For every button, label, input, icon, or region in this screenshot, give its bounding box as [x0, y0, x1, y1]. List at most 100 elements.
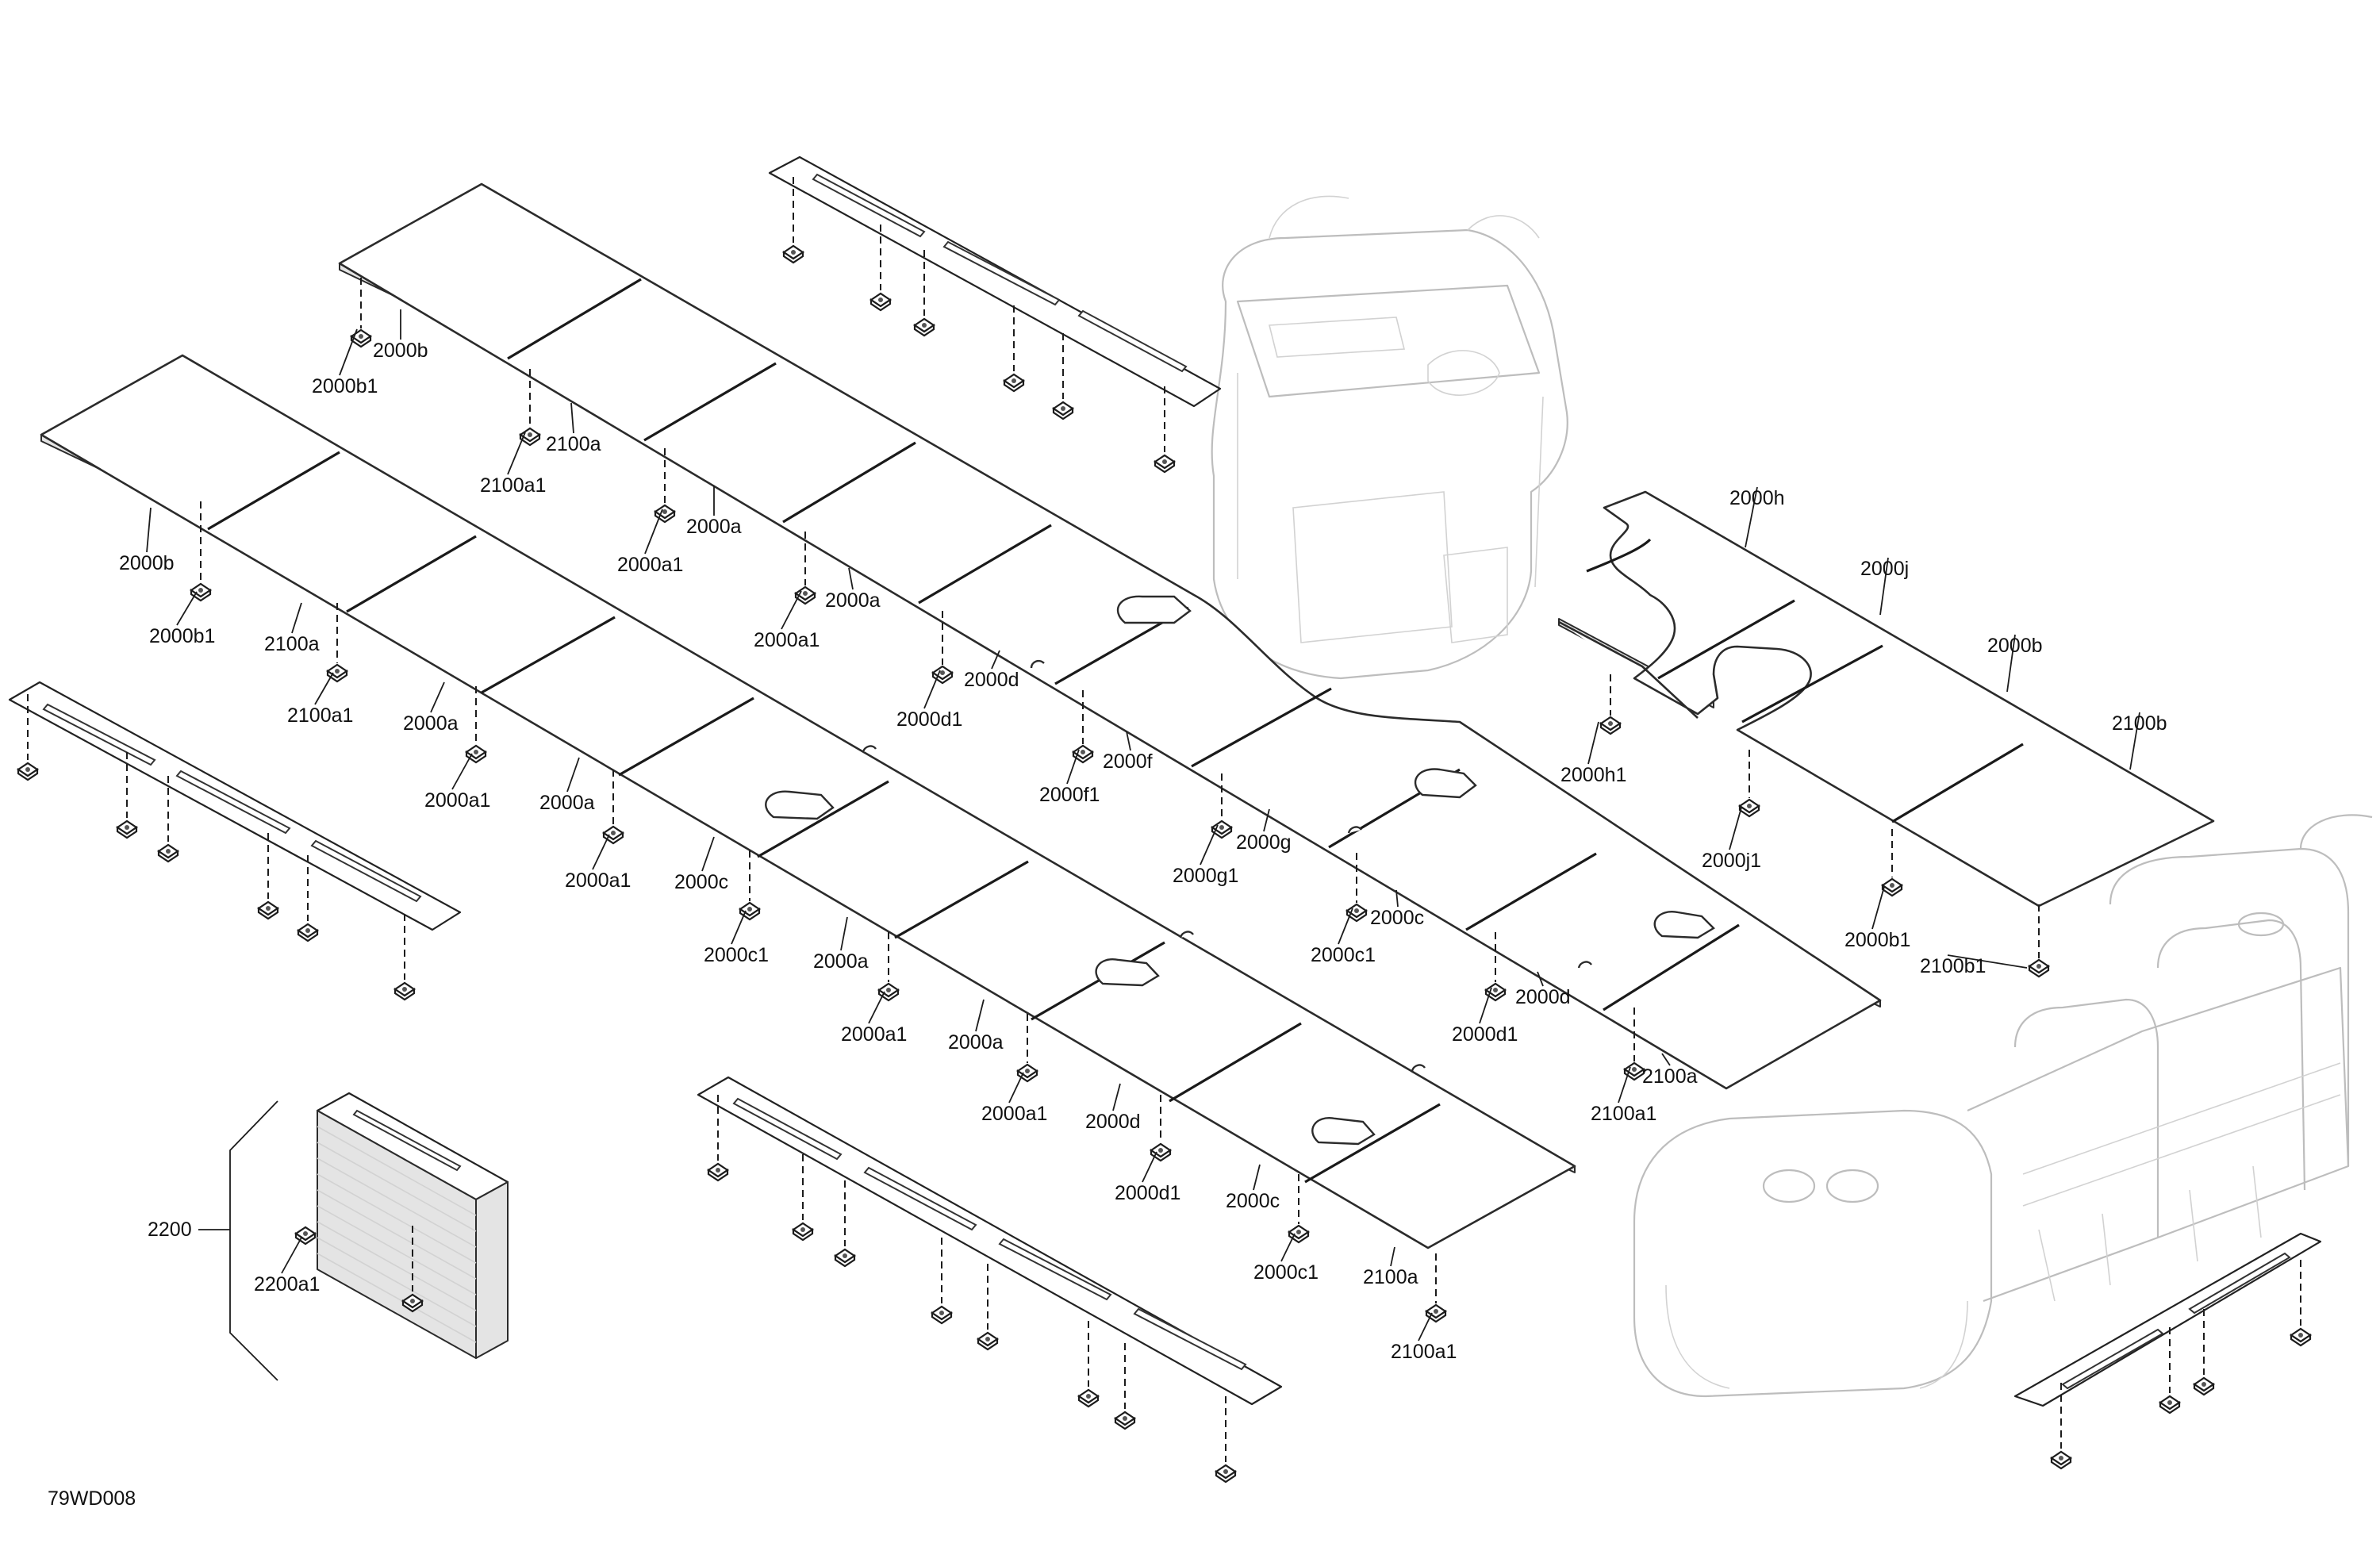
callout-label: 2100a1 [480, 474, 546, 497]
mounting-clip-icon [294, 1226, 317, 1246]
helm-console-icon [1211, 195, 1568, 680]
callout-label: 2000c1 [1311, 944, 1376, 966]
callout: 2000d1 [1115, 1151, 1180, 1204]
callout-leader [840, 916, 848, 951]
callout-label: 2000d1 [896, 708, 962, 731]
callout-leader [868, 991, 885, 1024]
callout: 2000c1 [1253, 1233, 1319, 1284]
callout-label: 2000a [403, 712, 459, 735]
callout-leader [1280, 1233, 1296, 1262]
mounting-clip-icon [393, 981, 416, 1001]
callout-leader [507, 432, 526, 475]
mounting-clip-icon [326, 663, 348, 683]
callout-leader [1537, 971, 1544, 987]
callout-label: 2000a1 [424, 789, 490, 812]
callout-leader [1390, 1246, 1395, 1267]
callout-label: 2000b [119, 552, 175, 574]
callout: 2100a [1363, 1246, 1418, 1288]
callout-label: 2100a [264, 633, 320, 655]
callout-leader [1008, 1072, 1024, 1104]
callout: 2100a1 [1391, 1312, 1457, 1363]
callout-leader [1479, 987, 1492, 1024]
mounting-clip-icon [519, 427, 541, 447]
callout-label: 2000b1 [1844, 929, 1910, 951]
callout-leader [592, 834, 610, 870]
callout-leader [1066, 749, 1080, 785]
callout: 2000a1 [617, 509, 683, 576]
callout-leader [1338, 908, 1353, 945]
callout: 2100a1 [480, 432, 546, 497]
callout-label: 2100b1 [1920, 955, 1986, 977]
callout-label: 2000g1 [1173, 865, 1238, 887]
callout-label: 2100a [1363, 1266, 1418, 1288]
callout: 2000d1 [896, 670, 962, 731]
callout-label: 2000f1 [1039, 784, 1100, 806]
mounting-clip-icon [350, 328, 372, 348]
callout: 2000g1 [1173, 824, 1238, 887]
callout: 2000a1 [841, 991, 907, 1046]
callout-leader [1200, 824, 1219, 866]
mounting-clip-icon [1003, 373, 1025, 393]
mounting-clip-icon [1484, 982, 1507, 1002]
callout-label: 2000c [1226, 1190, 1280, 1212]
callout-labels: 2000b2000b12100a2100a12000a2000a12000a20… [119, 309, 2167, 1363]
callout-label: 2000f [1103, 750, 1153, 773]
drawing-code: 79WD008 [48, 1487, 136, 1510]
callout-label: 2100a1 [1391, 1341, 1457, 1363]
callout: 2000f [1103, 731, 1153, 773]
mounting-clip-icon [2290, 1327, 2312, 1347]
mounting-clip-icon [792, 1222, 814, 1242]
callout: 2000h [1729, 486, 1785, 548]
mounting-clip-icon [1881, 877, 1903, 897]
callout-leader [848, 567, 854, 590]
callout: 2000b [373, 309, 428, 362]
callout: 2100a [546, 402, 601, 455]
callout-leader [644, 509, 663, 555]
callout-leader [1729, 807, 1742, 850]
callout: 2000c1 [704, 910, 769, 966]
callout-label: 2000a [539, 792, 595, 814]
mounting-clip-icon [1077, 1388, 1100, 1408]
floor-panel-strip-lower [40, 354, 1576, 1249]
callout-label: 2000a1 [565, 869, 631, 892]
callout: 2100b [2112, 712, 2167, 770]
callout-leader [1263, 808, 1270, 832]
mounting-clip-icon [1114, 1411, 1136, 1430]
bracket-label-2200: 2200 [148, 1219, 192, 1241]
callout-leader [281, 1237, 302, 1274]
callout-leader [991, 650, 1000, 670]
callout: 2000a [825, 567, 881, 612]
mounting-clip-icon [913, 317, 935, 337]
callout-leader [975, 999, 985, 1032]
mounting-clip-icon [977, 1331, 999, 1351]
mounting-clip-icon [1345, 903, 1368, 923]
callout-label: 2000b [1987, 635, 2043, 657]
callout-leader [1745, 486, 1758, 548]
callout-label: 2000a1 [981, 1103, 1047, 1125]
callout: 2100a [264, 602, 320, 655]
mounting-clip-icon [1072, 744, 1094, 764]
mounting-clip-icon [190, 582, 212, 602]
callout-label: 2000a1 [617, 554, 683, 576]
callout: 2000c1 [1311, 908, 1376, 966]
mounting-clip-icon [157, 843, 179, 863]
callout-label: 2100b [2112, 712, 2167, 735]
callout-label: 2000d [1515, 986, 1571, 1008]
callout-leader [1587, 721, 1599, 765]
callout-label: 2100a1 [1591, 1103, 1656, 1125]
callout: 2100a1 [1591, 1066, 1656, 1125]
mounting-clip-icon [1599, 716, 1622, 735]
callout-label: 2000a1 [754, 629, 820, 651]
mounting-clip-icon [116, 819, 138, 839]
callout-leader [731, 910, 747, 945]
callout-leader [430, 681, 445, 713]
mounting-clip-icon [1154, 454, 1176, 474]
callout: 2000b [119, 507, 175, 574]
callout: 2000g [1236, 808, 1292, 854]
mounting-clip-icon [1052, 401, 1074, 420]
callout: 2000a1 [424, 753, 490, 812]
mounting-clip-icon [401, 1293, 424, 1313]
mounting-clip-icon [2050, 1450, 2072, 1470]
callout-label: 2000j1 [1702, 850, 1761, 872]
callout-label: 2000h [1729, 487, 1785, 509]
